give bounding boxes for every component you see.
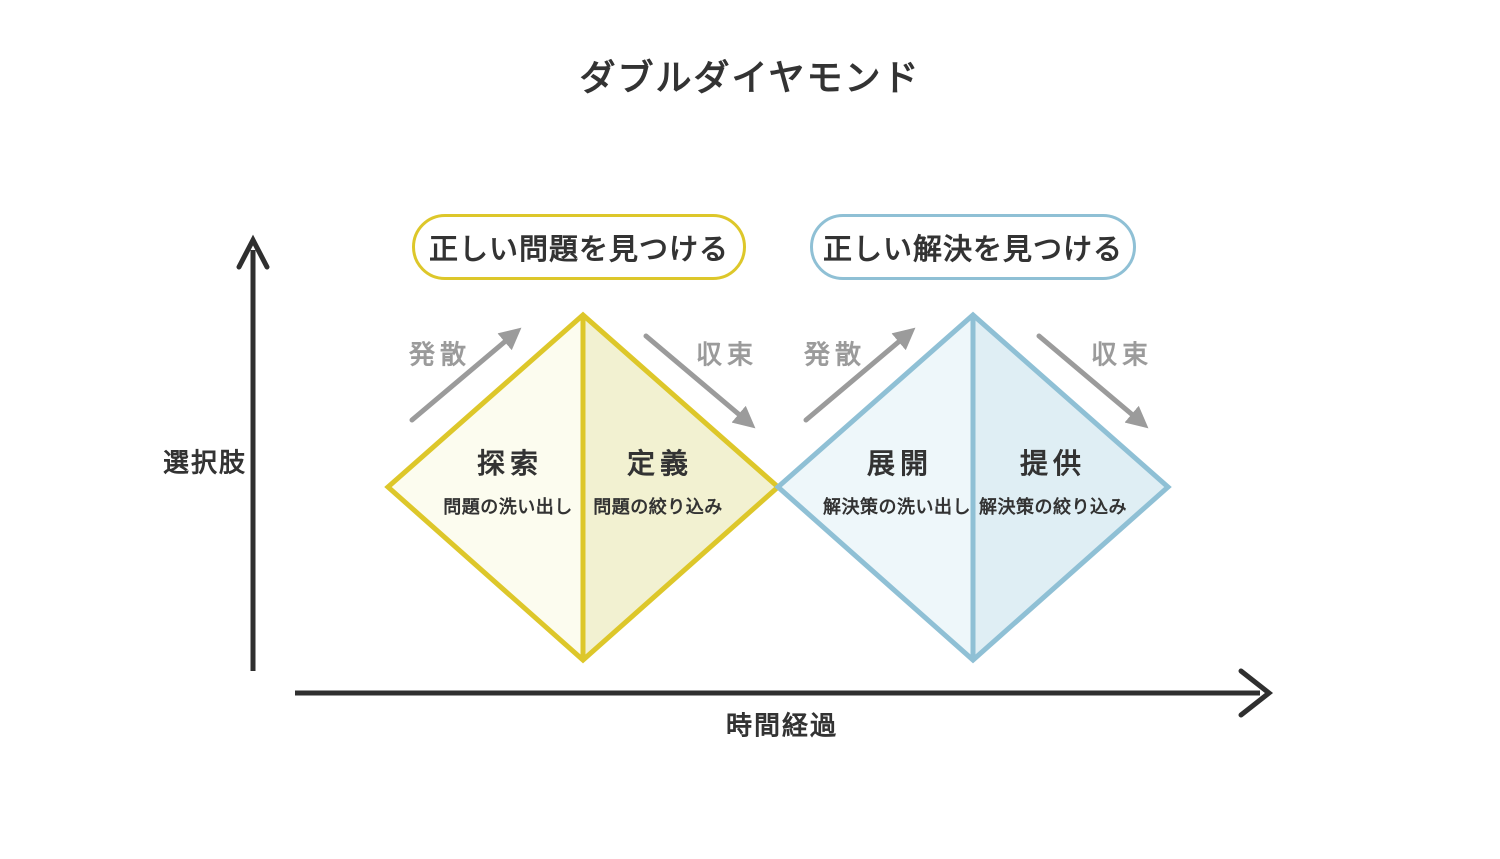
converge-label-solution: 収束 <box>1090 339 1154 370</box>
y-axis-label: 選択肢 <box>162 447 248 478</box>
y-axis-arrow-icon <box>236 234 270 270</box>
phase-subtitle-deliver: 解決策の絞り込み <box>979 497 1127 517</box>
diverge-arrow-solution-icon <box>803 327 916 423</box>
solution-pill: 正しい解決を見つける <box>810 214 1136 280</box>
phase-subtitle-define: 問題の絞り込み <box>593 497 723 517</box>
define-half <box>583 315 778 660</box>
solution-diamond-outline <box>774 311 1172 664</box>
converge-arrow-solution-icon <box>1036 333 1149 429</box>
x-axis-arrow-icon <box>1238 668 1274 718</box>
deliver-half <box>973 315 1168 660</box>
diverge-label-problem: 発散 <box>408 339 472 370</box>
solution-pill-label: 正しい解決を見つける <box>822 234 1123 266</box>
x-axis-label: 時間経過 <box>725 710 839 741</box>
x-axis <box>295 668 1274 718</box>
phase-subtitle-develop: 解決策の洗い出し <box>823 497 971 517</box>
phase-title-explore: 探索 <box>476 448 544 479</box>
diverge-arrow-problem-icon <box>409 327 522 423</box>
solution-diamond <box>774 311 1172 664</box>
converge-arrow-problem-icon <box>643 333 756 429</box>
phase-title-develop: 展開 <box>866 448 934 479</box>
problem-pill: 正しい問題を見つける <box>412 214 746 280</box>
phase-title-deliver: 提供 <box>1019 448 1087 479</box>
y-axis <box>236 234 270 671</box>
problem-pill-label: 正しい問題を見つける <box>428 234 729 266</box>
phase-title-define: 定義 <box>626 448 694 479</box>
explore-half <box>388 315 583 660</box>
converge-label-problem: 収束 <box>695 339 759 370</box>
diverge-label-solution: 発散 <box>803 339 867 370</box>
develop-half <box>778 315 973 660</box>
page-title: ダブルダイヤモンド <box>579 57 921 98</box>
phase-subtitle-explore: 問題の洗い出し <box>443 497 573 517</box>
